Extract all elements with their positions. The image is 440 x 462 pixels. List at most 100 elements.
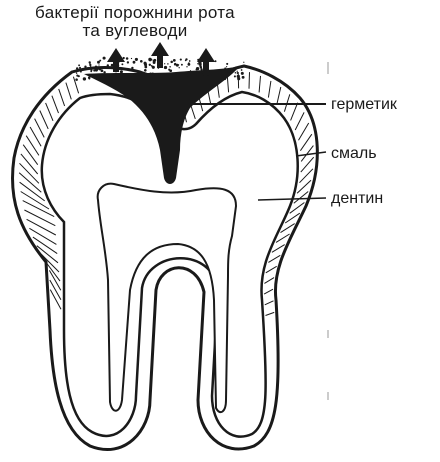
bacteria-speck (89, 78, 91, 80)
label-dentin: дентин (331, 190, 383, 208)
bacteria-speck (226, 66, 227, 67)
bacteria-speck (186, 66, 187, 67)
bacteria-speck (144, 69, 147, 72)
bacteria-speck (78, 75, 80, 77)
bacteria-speck (145, 73, 147, 75)
bacteria-speck (75, 78, 78, 81)
bacteria-speck (200, 66, 202, 68)
bacteria-speck (169, 69, 172, 72)
title-line-1: бактерії порожнини рота (0, 4, 270, 22)
bacteria-speck (201, 71, 203, 73)
bacteria-speck (187, 74, 190, 77)
bacteria-speck (149, 64, 151, 66)
bacteria-speck (79, 67, 81, 69)
bacteria-speck (98, 64, 99, 65)
bacteria-speck (142, 72, 143, 73)
bacteria-speck (103, 57, 106, 60)
bacteria-speck (126, 57, 129, 60)
bacteria-speck (78, 64, 80, 66)
bacteria-speck (202, 74, 204, 76)
bacteria-speck (127, 61, 129, 63)
bacteria-speck (196, 67, 199, 70)
bacteria-speck (226, 63, 228, 65)
bacteria-speck (186, 73, 188, 75)
bacteria-speck (174, 63, 177, 66)
bacteria-speck (220, 69, 221, 70)
pulp-cavity (98, 184, 236, 412)
bacteria-speck (158, 73, 161, 76)
bacteria-speck (237, 72, 239, 74)
bacteria-speck (123, 57, 125, 59)
bacteria-speck (135, 58, 138, 61)
bacteria-speck (164, 63, 165, 64)
bacteria-speck (84, 65, 86, 67)
bacteria-speck (185, 60, 187, 62)
bacteria-speck (133, 61, 136, 64)
bacteria-speck (97, 61, 100, 64)
bacteria-speck (243, 62, 244, 63)
bacteria-speck (89, 62, 91, 64)
arrow-middle (151, 42, 169, 68)
bacteria-speck (153, 73, 154, 74)
bacteria-speck (227, 73, 230, 76)
bacteria-speck (93, 70, 95, 72)
bacteria-speck (237, 71, 238, 72)
bacteria-speck (148, 58, 151, 61)
bacteria-speck (90, 68, 91, 69)
bacteria-speck (80, 71, 82, 73)
bacteria-speck (179, 67, 180, 68)
bacteria-speck (95, 65, 97, 67)
bacteria-speck (197, 63, 198, 64)
bacteria-speck (193, 71, 194, 72)
bacteria-speck (167, 63, 169, 65)
bacteria-speck (131, 67, 133, 69)
bacteria-speck (98, 67, 101, 70)
bacteria-speck (95, 77, 98, 80)
bacteria-speck (237, 75, 240, 78)
bacteria-speck (181, 64, 183, 66)
bacteria-speck (75, 70, 77, 72)
bacteria-speck (224, 67, 226, 69)
bacteria-speck (241, 69, 243, 71)
bacteria-speck (76, 72, 77, 73)
bacteria-speck (102, 73, 105, 76)
bacteria-speck (83, 77, 86, 80)
bacteria-speck (131, 58, 132, 59)
bacteria-speck (178, 64, 179, 65)
bacteria-speck (120, 70, 123, 73)
bacteria-speck (121, 63, 123, 65)
bacteria-speck (180, 59, 182, 61)
bacteria-speck (169, 66, 171, 68)
bacteria-speck (235, 72, 237, 74)
bacteria-speck (235, 67, 237, 69)
bacteria-speck (215, 72, 217, 74)
bacteria-speck (207, 73, 209, 75)
bacteria-speck (173, 59, 176, 62)
bacteria-speck (84, 67, 86, 69)
bacteria-speck (234, 75, 236, 77)
bacteria-speck (170, 61, 173, 64)
bacteria-speck (153, 61, 156, 64)
bacteria-speck (221, 73, 222, 74)
bacteria-speck (140, 60, 143, 63)
bacteria-speck (224, 70, 226, 72)
bacteria-speck (96, 74, 99, 77)
bacteria-speck (76, 67, 78, 69)
bacteria-speck (95, 67, 98, 70)
bacteria-speck (90, 65, 92, 67)
bacteria-speck (144, 63, 147, 66)
bacteria-speck (152, 66, 155, 69)
label-sealant: герметик (331, 96, 397, 114)
bacteria-speck (242, 73, 244, 75)
label-enamel: смаль (331, 145, 377, 163)
title-line-2: та вуглеводи (0, 22, 270, 40)
bacteria-speck (127, 68, 128, 69)
enamel-hatch-line (249, 72, 250, 89)
bacteria-speck (242, 76, 245, 79)
bacteria-speck (91, 70, 92, 71)
bacteria-speck (187, 63, 190, 66)
bacteria-speck (164, 66, 167, 69)
bacteria-speck (107, 64, 109, 66)
bacteria-speck (189, 60, 191, 62)
